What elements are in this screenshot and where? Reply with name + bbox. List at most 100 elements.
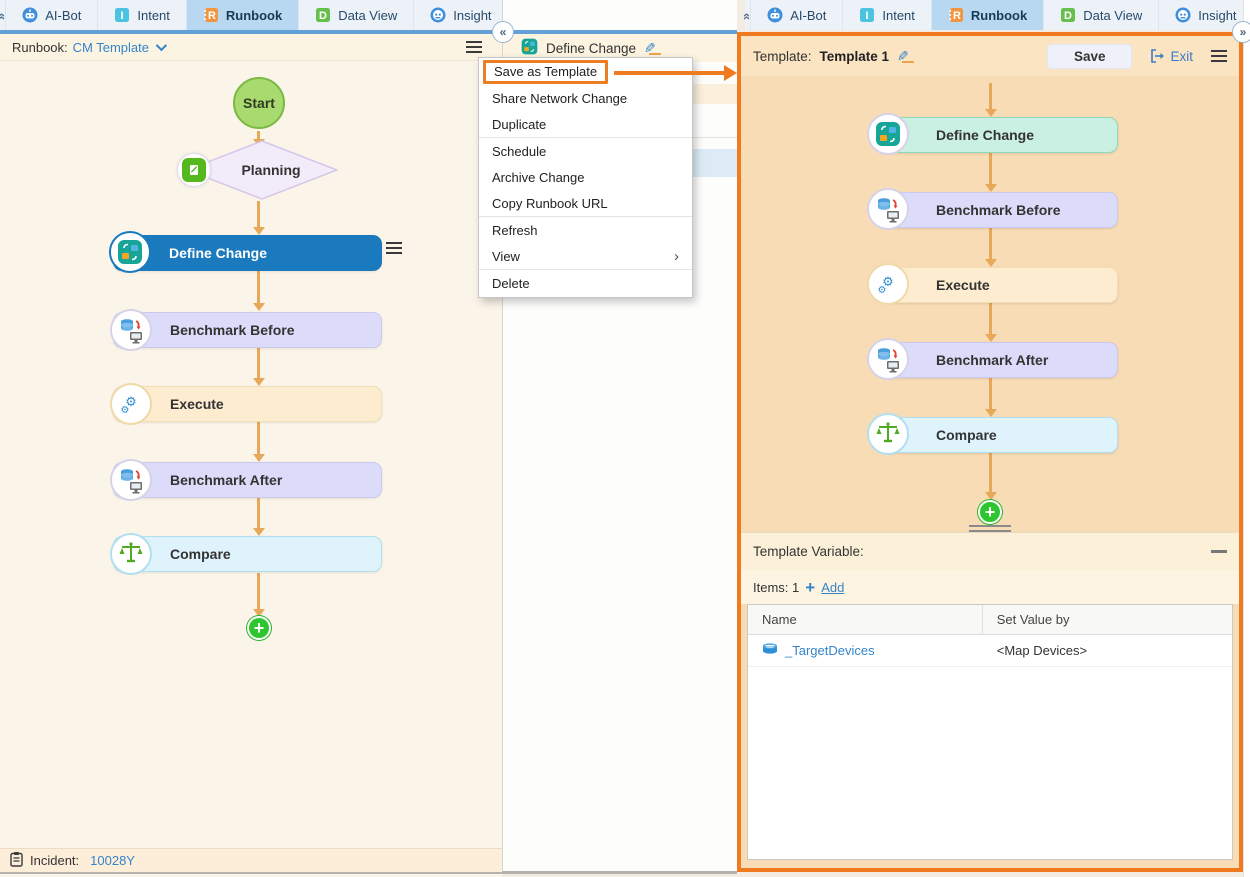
flow-connector xyxy=(252,201,265,235)
tab-ai-bot[interactable]: AI-Bot xyxy=(6,0,99,30)
menu-item-share-network-change[interactable]: Share Network Change xyxy=(479,85,692,111)
template-menu-button[interactable] xyxy=(1211,50,1227,62)
node-label: Benchmark After xyxy=(936,352,1049,368)
exit-label: Exit xyxy=(1170,48,1193,64)
flow-node-define-change[interactable]: Define Change xyxy=(867,113,1118,155)
variable-name-link[interactable]: _TargetDevices xyxy=(785,643,875,658)
menu-item-duplicate[interactable]: Duplicate xyxy=(479,111,692,137)
flow-node-execute[interactable]: Execute ⚙⚙ xyxy=(867,263,1118,305)
template-variable-table: Name Set Value by _TargetDevices <Map De… xyxy=(747,604,1233,860)
template-editor-panel: Template: Template 1 ✎ Save Exit Define … xyxy=(737,32,1243,872)
chevron-down-icon xyxy=(155,39,168,52)
items-count: Items: 1 xyxy=(753,579,800,595)
flow-connector xyxy=(984,378,997,417)
menu-item-archive-change[interactable]: Archive Change xyxy=(479,164,692,190)
collapse-left-panel-button[interactable]: « xyxy=(492,21,514,43)
column-header-name: Name xyxy=(748,605,983,634)
chevrons-left-icon: « xyxy=(499,25,507,39)
tab-runbook[interactable]: R Runbook xyxy=(931,0,1045,30)
menu-item-copy-runbook-url[interactable]: Copy Runbook URL xyxy=(479,190,692,216)
flow-node-compare[interactable]: Compare xyxy=(110,533,382,575)
flow-node-benchmark-before[interactable]: Benchmark Before xyxy=(110,309,382,351)
menu-item-view[interactable]: View › xyxy=(479,243,692,269)
save-button[interactable]: Save xyxy=(1046,43,1133,69)
flow-node-benchmark-before[interactable]: Benchmark Before xyxy=(867,188,1118,230)
menu-item-label: Duplicate xyxy=(492,116,547,132)
menu-item-label: Archive Change xyxy=(492,169,585,185)
database-download-monitor-icon xyxy=(110,309,152,351)
menu-item-save-as-template[interactable]: Save as Template xyxy=(479,59,692,85)
router-icon xyxy=(762,643,778,658)
scales-icon xyxy=(867,413,909,455)
node-label: Define Change xyxy=(936,127,1035,143)
tab-label: AI-Bot xyxy=(45,7,82,23)
svg-text:⚙: ⚙ xyxy=(882,275,894,290)
tab-label: Intent xyxy=(882,7,915,23)
flow-connector xyxy=(252,271,265,311)
runbook-menu-button[interactable] xyxy=(466,41,482,53)
tab-intent[interactable]: I Intent xyxy=(843,0,932,30)
tab-insight[interactable]: Insight xyxy=(414,0,509,30)
swap-squares-icon xyxy=(521,38,538,58)
node-menu-button[interactable] xyxy=(386,242,402,254)
chevrons-up-icon: « xyxy=(740,12,756,18)
svg-text:⚙: ⚙ xyxy=(121,405,130,416)
letter-I-icon: I xyxy=(114,7,130,23)
table-row[interactable]: _TargetDevices <Map Devices> xyxy=(748,635,1232,667)
active-tab-underline xyxy=(0,30,737,34)
planning-badge xyxy=(177,153,211,187)
flow-node-planning[interactable]: Planning xyxy=(186,140,338,200)
tab-insight[interactable]: Insight xyxy=(1159,0,1250,30)
add-variable-link[interactable]: Add xyxy=(821,579,845,595)
database-download-monitor-icon xyxy=(867,188,909,230)
flow-connector xyxy=(252,131,265,147)
flow-node-benchmark-after[interactable]: Benchmark After xyxy=(110,459,382,501)
document-check-icon xyxy=(182,158,206,182)
flow-node-define-change[interactable]: Define Change xyxy=(109,231,382,273)
collapse-tabs-button[interactable]: « xyxy=(740,0,755,30)
flow-node-compare[interactable]: Compare xyxy=(867,413,1118,455)
tab-runbook[interactable]: R Runbook xyxy=(186,0,300,30)
node-label: Benchmark Before xyxy=(170,322,295,338)
tab-ai-bot[interactable]: AI-Bot xyxy=(751,0,844,30)
incident-status-bar: Incident: 10028Y xyxy=(0,848,502,872)
incident-id-link[interactable]: 10028Y xyxy=(90,853,135,868)
menu-item-label: Schedule xyxy=(492,143,547,159)
tab-label: Runbook xyxy=(225,7,283,23)
splitter-handle[interactable] xyxy=(969,525,1011,532)
menu-item-label: Delete xyxy=(492,275,530,291)
menu-group: Schedule Archive Change Copy Runbook URL xyxy=(479,137,692,216)
add-node-button[interactable]: + xyxy=(978,500,1002,524)
menu-item-refresh[interactable]: Refresh xyxy=(479,217,692,243)
tab-intent[interactable]: I Intent xyxy=(98,0,187,30)
runbook-name-dropdown[interactable]: CM Template xyxy=(72,39,149,55)
collapse-tabs-button[interactable]: « xyxy=(0,0,10,30)
flow-node-execute[interactable]: ⚙⚙ Execute xyxy=(110,383,382,425)
menu-group: Save as Template Share Network Change Du… xyxy=(479,59,692,137)
runbook-toolbar: Runbook: CM Template xyxy=(0,34,502,61)
collapse-section-icon[interactable] xyxy=(1211,550,1227,553)
exit-button[interactable]: Exit xyxy=(1150,49,1193,64)
gears-icon: ⚙⚙ xyxy=(867,263,909,305)
robot-icon xyxy=(767,7,783,23)
expand-right-panel-button[interactable]: » xyxy=(1232,21,1250,43)
tab-label: Intent xyxy=(137,7,170,23)
variable-set-value: <Map Devices> xyxy=(996,643,1088,658)
letter-D-icon: D xyxy=(315,7,331,23)
annotation-arrow xyxy=(614,65,737,81)
flow-connector xyxy=(252,573,265,617)
menu-item-label: Refresh xyxy=(492,222,538,238)
menu-item-delete[interactable]: Delete xyxy=(479,270,692,296)
letter-I-icon: I xyxy=(859,7,875,23)
flow-node-benchmark-after[interactable]: Benchmark After xyxy=(867,338,1118,380)
flow-node-start[interactable]: Start xyxy=(233,77,285,129)
tab-data-view[interactable]: D Data View xyxy=(1044,0,1160,30)
menu-item-schedule[interactable]: Schedule xyxy=(479,138,692,164)
svg-text:D: D xyxy=(1064,10,1072,22)
add-node-button[interactable]: + xyxy=(247,616,271,640)
svg-text:R: R xyxy=(208,10,216,22)
tab-data-view[interactable]: D Data View xyxy=(299,0,415,30)
tab-label: AI-Bot xyxy=(790,7,827,23)
runbook-label: Runbook: xyxy=(12,39,68,55)
menu-group: Delete xyxy=(479,269,692,296)
